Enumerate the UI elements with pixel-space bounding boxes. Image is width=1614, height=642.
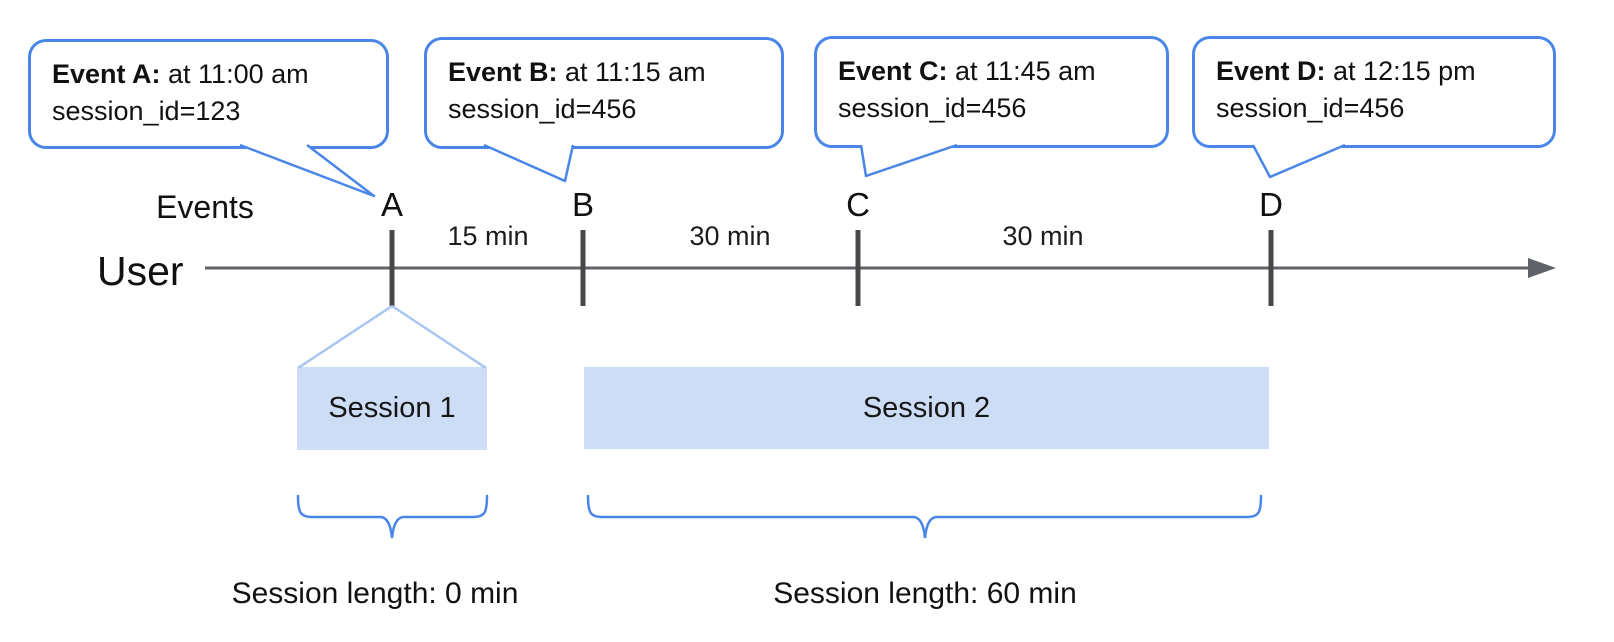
- callout-title: Event A: at 11:00 am: [52, 56, 365, 93]
- callout-event-name: Event B:: [448, 57, 558, 87]
- callout-title: Event D: at 12:15 pm: [1216, 53, 1532, 90]
- session1-length-label: Session length: 0 min: [231, 577, 519, 610]
- callout-event-d: Event D: at 12:15 pm session_id=456: [1192, 36, 1556, 148]
- session2-brace: [586, 494, 1263, 539]
- callout-b-tail: [483, 143, 575, 183]
- session1-box: Session 1: [297, 367, 487, 450]
- callout-title: Event C: at 11:45 am: [838, 53, 1145, 90]
- callout-session-id: session_id=456: [1216, 93, 1405, 123]
- callout-event-time: at 11:15 am: [557, 57, 706, 87]
- callout-event-name: Event C:: [838, 56, 948, 86]
- callout-event-name: Event D:: [1216, 56, 1326, 86]
- user-row-label: User: [97, 248, 184, 294]
- callout-event-time: at 11:00 am: [160, 59, 309, 89]
- interval-a-b: 15 min: [447, 221, 529, 251]
- callout-session-id: session_id=456: [448, 94, 637, 124]
- callout-event-a: Event A: at 11:00 am session_id=123: [28, 39, 389, 149]
- session2-label: Session 2: [862, 391, 991, 424]
- callout-d-tail: [1251, 143, 1346, 179]
- event-mark-d: D: [1259, 186, 1283, 223]
- callout-session-id: session_id=123: [52, 96, 241, 126]
- timeline-arrowhead-icon: [1528, 258, 1556, 278]
- interval-c-d: 30 min: [1002, 221, 1084, 251]
- callout-title: Event B: at 11:15 am: [448, 54, 760, 91]
- callout-event-time: at 11:45 am: [947, 56, 1096, 86]
- session1-brace: [296, 494, 489, 539]
- events-axis-label: Events: [156, 189, 254, 225]
- callout-session-id: session_id=456: [838, 93, 1027, 123]
- callout-c-tail: [859, 143, 958, 178]
- callout-event-name: Event A:: [52, 59, 161, 89]
- callout-event-c: Event C: at 11:45 am session_id=456: [814, 36, 1169, 148]
- event-mark-c: C: [846, 186, 870, 223]
- callout-event-time: at 12:15 pm: [1325, 56, 1476, 86]
- callout-a-tail: [239, 143, 376, 198]
- interval-b-c: 30 min: [689, 221, 771, 251]
- event-mark-a: A: [380, 186, 404, 223]
- callout-event-b: Event B: at 11:15 am session_id=456: [424, 37, 784, 149]
- session1-label: Session 1: [328, 392, 456, 424]
- event-mark-b: B: [571, 186, 595, 223]
- session1-fan-line-right: [391, 304, 487, 370]
- session1-fan-line-left: [297, 304, 393, 370]
- session2-box: Session 2: [584, 367, 1269, 449]
- session2-length-label: Session length: 60 min: [773, 577, 1077, 610]
